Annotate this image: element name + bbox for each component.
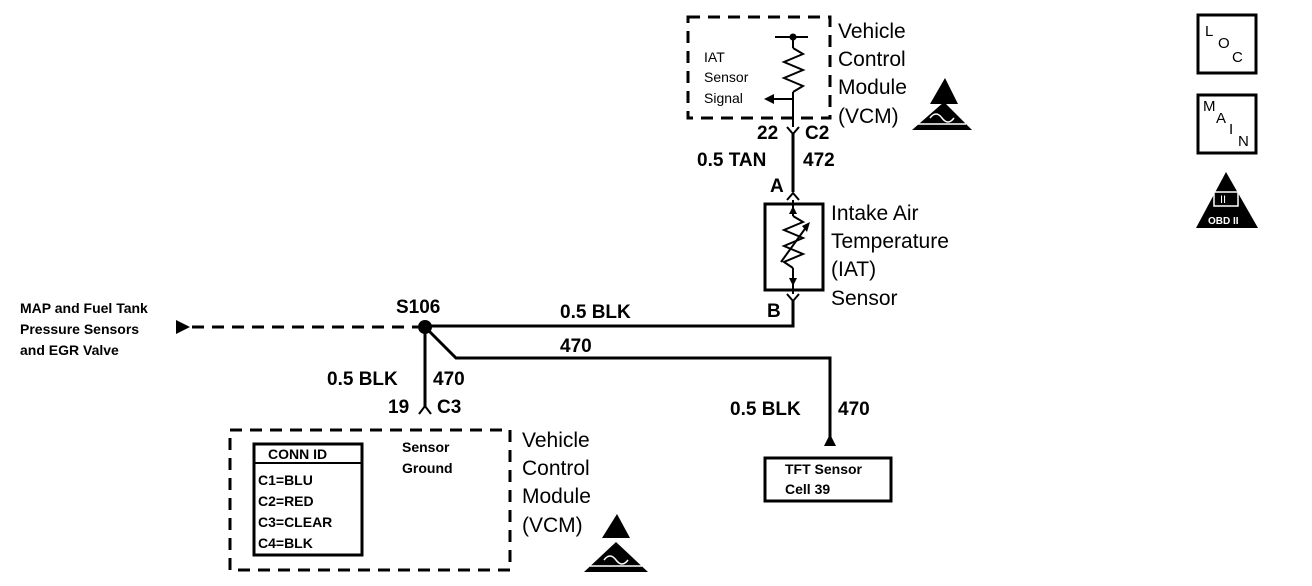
tft-connector-icon [824,434,836,446]
map-label-3: and EGR Valve [20,342,119,358]
main-letter-a: A [1216,110,1226,127]
wire-470-label: 470 [560,336,592,357]
vcm-top-title-4: (VCM) [838,105,899,128]
svg-text:Intake Air Temperature: Intake Air Temperature (IAT) Sensor [831,202,955,310]
svg-text:Sensor Ground: Sensor Ground [402,439,453,476]
obd-ii-icon[interactable]: II OBD II [1196,172,1258,228]
vcm-bottom-title-3: Module [522,485,591,508]
main-letter-m: M [1203,98,1216,115]
c3-connector: C3 [437,397,461,418]
svg-text:C1=BLU C2=RED C3=CLEAR: C1=BLU C2=RED C3=CLEAR C4=BLK [258,472,336,551]
conn-id-item-4: C4=BLK [258,535,313,551]
esd-warning-icon-bottom [584,514,648,572]
main-letter-i: I [1229,121,1233,138]
vcm-bottom-title-4: (VCM) [522,514,583,537]
wire-470-to-tft [423,325,832,438]
svg-text:Vehicle Control Module: Vehicle Control Module (VCM) [522,429,597,537]
vcm-top-title-1: Vehicle [838,20,906,43]
thermistor-arrow-icon [802,222,810,232]
iat-pin-b-label: B [767,301,781,322]
tft-box-line-2: Cell 39 [785,481,830,497]
sensor-ground-label-1: Sensor [402,439,450,455]
svg-text:MAP and Fuel Tank Pressure: MAP and Fuel Tank Pressure Sensors and E… [20,300,152,358]
c2-connector-symbol [786,126,800,136]
esd-warning-icon [912,78,972,130]
map-arrow-icon [176,320,190,334]
tft-box-line-1: TFT Sensor [785,461,863,477]
obd-icon-bottom: OBD II [1208,216,1239,227]
loc-letter-o: O [1218,35,1230,52]
vcm-bottom-title-2: Control [522,457,590,480]
obd-icon-top: II [1220,194,1226,206]
conn-id-title: CONN ID [268,446,327,462]
wire-472-color: 0.5 TAN [697,150,766,171]
map-label-1: MAP and Fuel Tank [20,300,148,316]
vcm-top-resistor [781,47,806,93]
tft-wire-number: 470 [838,399,870,420]
iat-top-arrow-icon [789,206,797,214]
signal-arrow-icon [764,94,774,104]
wire-s106-iat-label: 0.5 BLK [560,302,631,323]
conn-id-item-1: C1=BLU [258,472,313,488]
iat-title-2: Temperature [831,230,949,253]
conn-id-item-3: C3=CLEAR [258,514,332,530]
wire-s106-to-iat [425,301,795,328]
iat-title-3: (IAT) [831,258,876,281]
vcm-top-inner-label-2: Sensor [704,69,749,85]
iat-title-4: Sensor [831,287,898,310]
main-letter-n: N [1238,133,1249,150]
main-icon[interactable]: M A I N [1196,93,1258,155]
iat-pin-a-label: A [770,176,784,197]
iat-bottom-arrow-icon [789,278,797,286]
vcm-bottom-title-1: Vehicle [522,429,590,452]
conn-id-item-2: C2=RED [258,493,314,509]
c2-pin: 22 [757,123,778,144]
vcm-bottom-box [228,428,512,572]
tft-wire-color: 0.5 BLK [730,399,801,420]
svg-text:TFT Sensor Cell 39: TFT Sensor Cell 39 [785,461,866,497]
c3-wire-number: 470 [433,369,465,390]
c3-connector-symbol [418,404,432,415]
svg-text:Vehicle Control Module: Vehicle Control Module (VCM) [838,20,913,128]
wire-472-number: 472 [803,150,835,171]
vcm-top-title-3: Module [838,76,907,99]
vcm-top-box [686,15,832,120]
sensor-ground-label-2: Ground [402,460,453,476]
loc-letter-l: L [1205,23,1213,40]
c3-pin: 19 [388,397,409,418]
iat-pin-b-connector [786,293,800,303]
loc-letter-c: C [1232,49,1243,66]
c3-wire-color: 0.5 BLK [327,369,398,390]
c2-connector: C2 [805,123,829,144]
iat-title-1: Intake Air [831,202,919,225]
splice-s106-label: S106 [396,297,440,318]
iat-pin-a-connector [786,191,800,201]
iat-thermistor-arrow [780,225,808,263]
tft-box [763,456,893,503]
svg-text:IAT Sensor Signal: IAT Sensor Signal [704,49,752,106]
vcm-top-inner-label-1: IAT [704,49,725,65]
iat-resistor [781,215,806,269]
location-icon[interactable]: L O C [1196,13,1258,75]
vcm-top-inner-label-3: Signal [704,90,743,106]
map-label-2: Pressure Sensors [20,321,139,337]
vcm-top-title-2: Control [838,48,906,71]
